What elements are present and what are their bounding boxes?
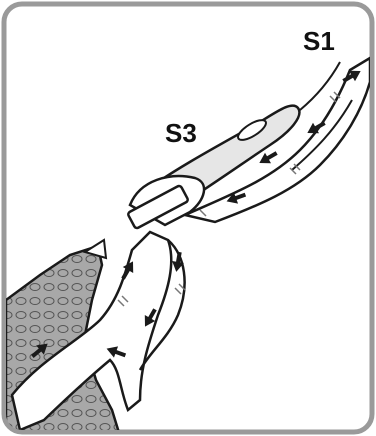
label-s3: S3 (165, 120, 197, 146)
label-s1: S1 (303, 28, 335, 54)
